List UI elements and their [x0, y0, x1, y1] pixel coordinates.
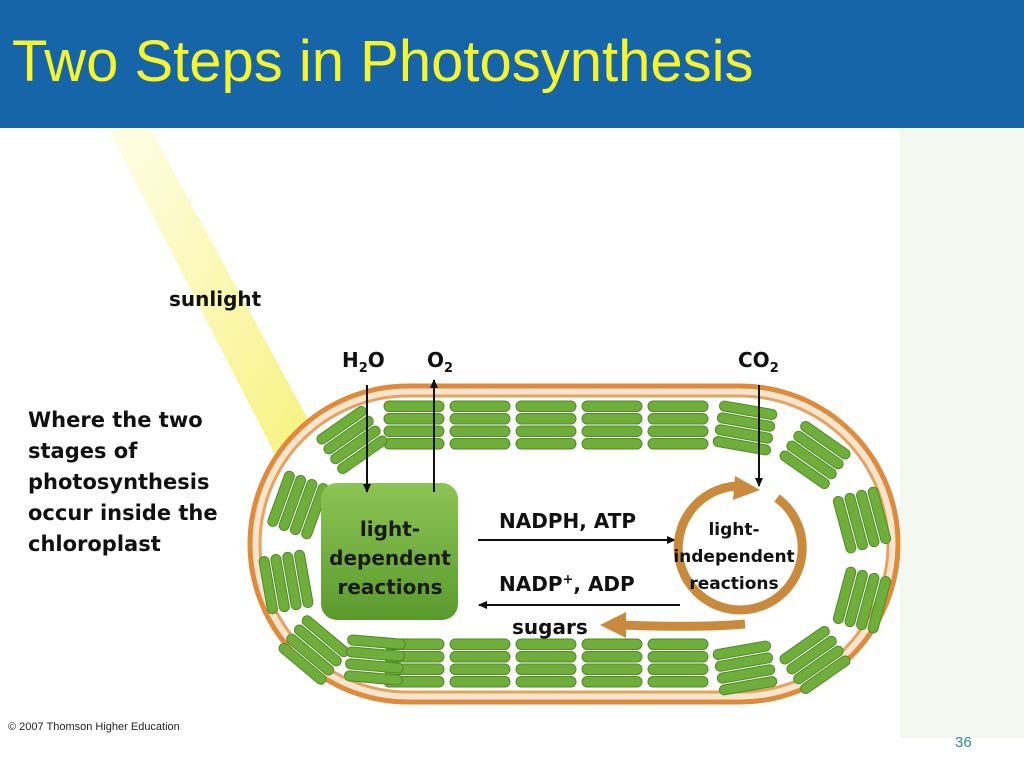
copyright-notice: © 2007 Thomson Higher Education: [8, 721, 180, 733]
thylakoid-stack: [647, 400, 709, 450]
thylakoid-stack: [779, 625, 851, 695]
diagram-caption: Where the two stages of photosynthesis o…: [28, 408, 218, 556]
thylakoid-stack: [515, 400, 577, 450]
thylakoid-stacks: [258, 400, 892, 696]
thylakoid-stack: [278, 615, 350, 685]
thylakoid-stack: [449, 400, 511, 450]
nadph-atp-label: NADPH, ATP: [499, 509, 637, 533]
water-label: H2O: [342, 348, 385, 376]
nadp-adp-label: NADP+, ADP: [499, 572, 635, 596]
thylakoid-stack: [832, 566, 892, 634]
side-strip: [900, 128, 1024, 738]
thylakoid-stack: [258, 549, 314, 615]
thylakoid-stack: [832, 486, 892, 554]
page-number: 36: [955, 734, 972, 751]
light-independent-label: light- independent reactions: [673, 520, 795, 594]
thylakoid-stack: [449, 638, 511, 688]
thylakoid-stack: [515, 638, 577, 688]
title-bar: Two Steps in Photosynthesis: [0, 0, 1024, 128]
light-dependent-stack: [321, 483, 458, 620]
thylakoid-stack: [647, 638, 709, 688]
sunlight-label: sunlight: [169, 287, 262, 311]
cycle-arrow: [673, 476, 807, 615]
thylakoid-stack: [581, 400, 643, 450]
sugars-label: sugars: [512, 615, 588, 639]
slide-title: Two Steps in Photosynthesis: [12, 29, 754, 94]
thylakoid-stack: [712, 640, 778, 696]
light-dependent-label: light- dependent reactions: [329, 517, 451, 599]
oxygen-label: O2: [427, 348, 454, 376]
sunlight-beam: [108, 128, 322, 468]
co2-label: CO2: [738, 348, 779, 376]
thylakoid-stack: [344, 634, 406, 686]
thylakoid-stack: [383, 400, 445, 450]
sugars-arrow: [600, 612, 746, 638]
thylakoid-stack: [779, 420, 851, 490]
thylakoid-stack: [581, 638, 643, 688]
